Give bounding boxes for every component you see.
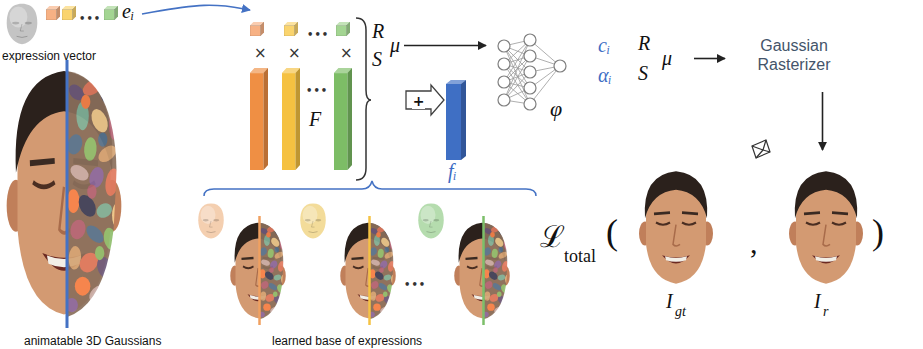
text-slot: φ [550, 96, 562, 121]
label-text: × [288, 45, 301, 62]
text-slot: × [340, 44, 353, 62]
node-text: μ [662, 47, 672, 70]
label-text: , [750, 226, 758, 261]
text-slot: ••• [306, 80, 328, 98]
text-slot: ••• [404, 274, 426, 292]
text-slot: I [814, 290, 821, 313]
text-slot: ••• [79, 8, 101, 26]
label-text: total [564, 246, 596, 267]
node-text: φ [550, 96, 562, 121]
feature-blob: F RSμ [198, 10, 406, 190]
text-slot: total [564, 246, 596, 267]
label-text: ••• [404, 279, 426, 291]
label-text: ••• [79, 13, 101, 25]
text-slot: ( [606, 212, 618, 253]
node-text: F [306, 108, 324, 131]
text-slot: S [372, 48, 382, 71]
rasterizer-box: Gaussian Rasterizer [725, 18, 863, 92]
label-text: × [340, 45, 353, 62]
feature-vector: fᵢ [444, 76, 468, 184]
rounded-box [486, 22, 576, 128]
label-text: animatable 3D Gaussians [24, 335, 161, 349]
text-slot: ••• [307, 24, 329, 42]
label-text: I [666, 290, 673, 313]
connector-arrow [694, 58, 725, 60]
learned-bases-row [198, 204, 512, 325]
group-brace [204, 181, 536, 196]
rendered-image [789, 171, 863, 283]
label-text: ••• [306, 85, 328, 97]
expression-bases [250, 18, 371, 180]
node-text: eᵢ [122, 0, 134, 23]
label-text: ) [872, 212, 884, 253]
text-slot: μ [662, 47, 672, 70]
text-slot: expression vector [2, 46, 96, 64]
label-text: ( [606, 212, 618, 253]
node-text: R [372, 20, 384, 43]
camera-icon [752, 140, 770, 158]
text-slot: μ [390, 34, 400, 57]
attribute-group: RSμ [372, 20, 404, 82]
label-text: × [254, 45, 267, 62]
label-text: learned base of expressions [272, 335, 422, 349]
connector-arrow [142, 5, 250, 14]
text-slot: R [372, 20, 384, 43]
node-text: S [638, 62, 648, 85]
mlp-box: φ [486, 22, 576, 128]
node-text: expression vector [2, 50, 96, 64]
attribute-blob: cᵢ αᵢ RSμ [578, 16, 694, 124]
expression-vector: eᵢ expression vector [2, 0, 142, 65]
label-text: gt [675, 304, 686, 320]
text-slot: + [412, 92, 426, 110]
block-arrow [406, 85, 444, 115]
text-slot: ) [872, 212, 884, 253]
node-text: cᵢ [598, 34, 610, 57]
node-text: I [814, 290, 821, 313]
node-text: Gaussian Rasterizer [733, 36, 855, 74]
node-text: μ [390, 34, 400, 57]
edge-label: + [412, 93, 426, 109]
text-slot: eᵢ [122, 0, 134, 23]
text-slot: I [666, 290, 673, 313]
connector-arrow [404, 45, 486, 47]
text-slot: cᵢ [598, 34, 610, 57]
expression-head [7, 4, 118, 44]
text-slot: × [254, 44, 267, 62]
connector-arrow [822, 92, 824, 150]
text-slot: ℒ [540, 220, 565, 255]
node-text: S [372, 48, 382, 71]
text-slot: gt [675, 302, 686, 320]
node-text: r [823, 304, 828, 320]
label-text: ℒ [540, 220, 565, 255]
text-slot: R [638, 32, 650, 55]
text-slot: r [823, 302, 828, 320]
text-slot: fᵢ [448, 160, 457, 183]
text-slot: × [288, 44, 301, 62]
feature-vector-bar [446, 80, 466, 160]
text-slot: animatable 3D Gaussians [24, 331, 161, 349]
ground-truth-image [639, 171, 713, 283]
label-text: ••• [307, 29, 329, 41]
text-slot: , [750, 226, 758, 261]
text-slot: αᵢ [598, 64, 612, 87]
node-text: R [638, 32, 650, 55]
text-slot: learned base of expressions [272, 331, 422, 349]
node-text: αᵢ [598, 64, 612, 87]
animatable-gaussian-face [7, 60, 126, 328]
rendered-image-frame: Ir [782, 150, 872, 330]
text-slot: S [638, 62, 648, 85]
node-text: fᵢ [448, 160, 457, 183]
text-slot: F [306, 108, 324, 131]
soft-blob [578, 16, 694, 124]
rounded-box [725, 18, 863, 92]
